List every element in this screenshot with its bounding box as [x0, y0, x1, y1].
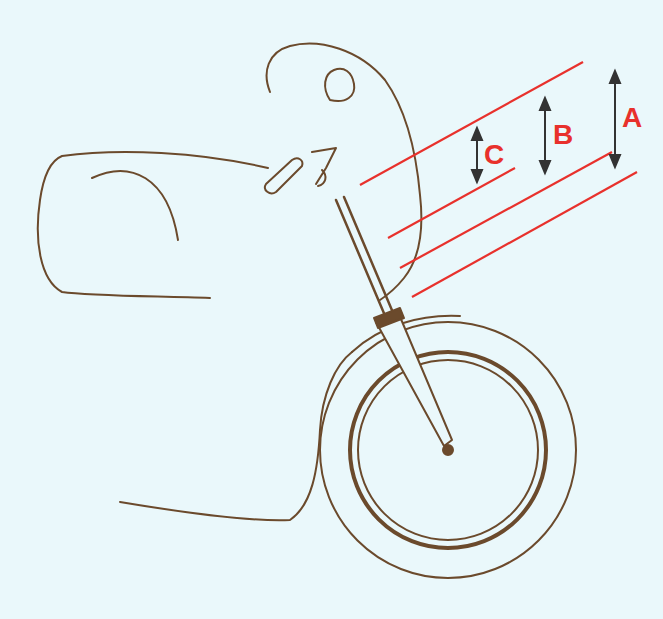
- arrowhead: [472, 170, 482, 182]
- dimension-letter: C: [484, 141, 504, 169]
- arrowhead: [472, 128, 482, 140]
- dimension-arrow: [544, 106, 546, 166]
- ref-line: [388, 168, 515, 238]
- dimension-letter: A: [622, 104, 642, 132]
- ref-line: [412, 172, 637, 297]
- fork-tube: [336, 197, 394, 318]
- arrowhead: [610, 155, 620, 167]
- fork-clamp: [374, 308, 404, 328]
- grip: [265, 158, 302, 193]
- lever: [312, 148, 336, 186]
- tyre: [320, 322, 576, 578]
- dimension-arrow: [476, 136, 478, 174]
- ref-line: [360, 62, 583, 185]
- fairing-outline: [267, 44, 422, 300]
- arrowhead: [540, 98, 550, 110]
- arrowhead: [540, 161, 550, 173]
- rim-inner: [358, 360, 538, 540]
- dimension-arrow: [614, 79, 616, 160]
- arrowhead: [610, 71, 620, 83]
- headlight-eye: [325, 69, 354, 101]
- rim-outer: [350, 352, 546, 548]
- tank-outline: [38, 152, 268, 298]
- lower-body: [120, 352, 352, 520]
- fork-slider: [376, 312, 452, 446]
- dimension-letter: B: [553, 121, 573, 149]
- tank-line: [92, 171, 178, 240]
- axle: [443, 445, 453, 455]
- ref-line: [400, 152, 612, 268]
